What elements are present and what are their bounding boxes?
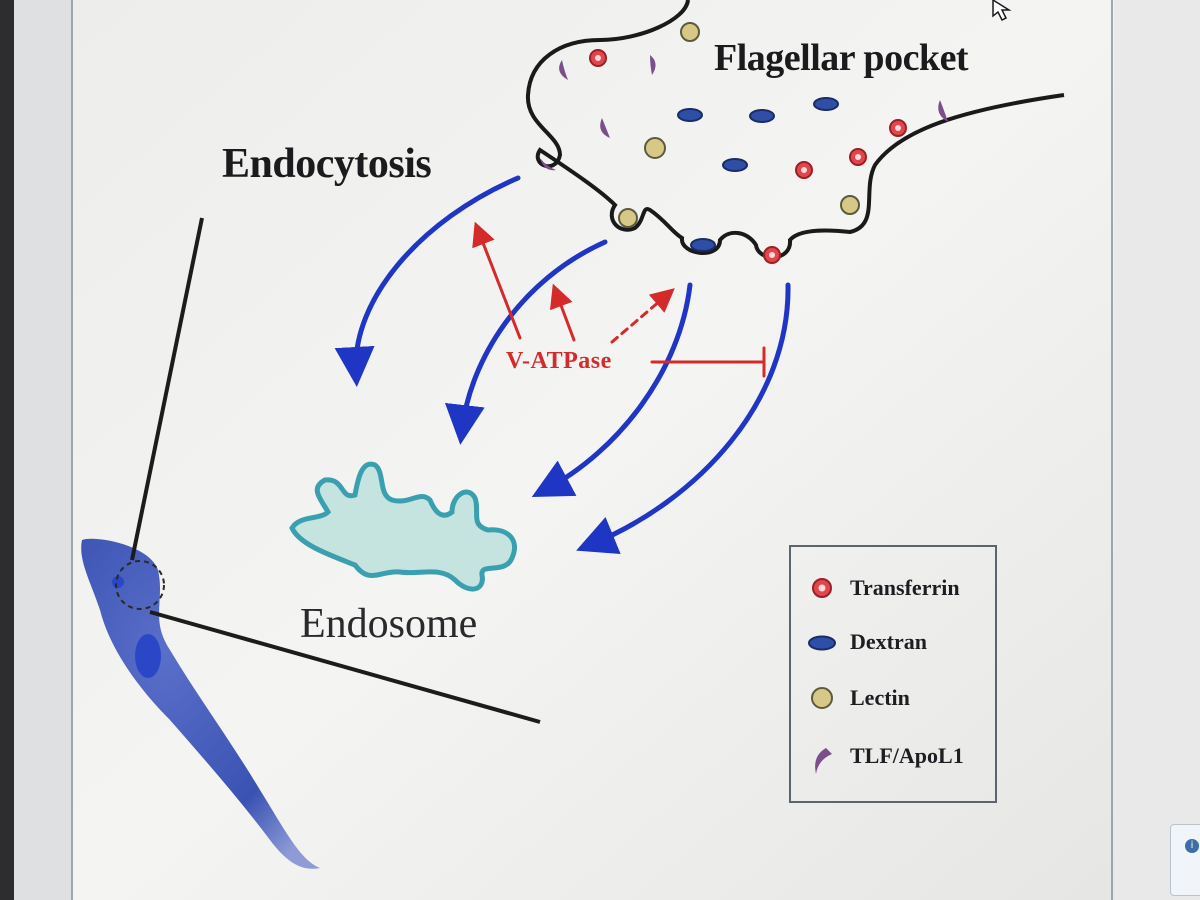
zoom-line-top (130, 217, 204, 561)
tlf-apol1-particles (540, 55, 948, 171)
endocytosis-label: Endocytosis (222, 141, 432, 187)
legend-label-dextran: Dextran (850, 629, 927, 654)
tlf-apol1-icon (815, 748, 832, 774)
lectin-icon (811, 687, 833, 709)
vatpase-arrows (472, 221, 766, 378)
transferrin-particles (589, 49, 907, 264)
flagellar-pocket-label: Flagellar pocket (714, 37, 969, 79)
trypanosome-cell (81, 538, 320, 869)
info-button[interactable]: i (1170, 824, 1200, 896)
transferrin-icon (812, 578, 832, 598)
trypanosome-nucleus (135, 634, 161, 678)
zoom-region (115, 560, 165, 610)
dextran-icon (808, 635, 836, 651)
legend-box (789, 545, 997, 803)
legend-label-transferrin: Transferrin (850, 575, 960, 600)
endosome-label: Endosome (300, 601, 478, 647)
vatpase-label: V-ATPase (506, 348, 612, 374)
endocytosis-arrows (334, 175, 791, 555)
dextran-particles (677, 97, 839, 252)
info-icon: i (1185, 839, 1199, 853)
legend-label-lectin: Lectin (850, 685, 910, 710)
legend-label-tlf-apol1: TLF/ApoL1 (850, 743, 964, 768)
lectin-particles (618, 22, 860, 228)
figure-background (72, 0, 1114, 900)
cursor-icon (992, 0, 1012, 22)
flagellar-pocket-membrane (525, 0, 1065, 260)
right-panel-strip (1114, 0, 1200, 900)
left-panel-strip (14, 0, 74, 900)
endosome-shape (289, 461, 517, 592)
zoom-line-bottom (149, 610, 541, 724)
